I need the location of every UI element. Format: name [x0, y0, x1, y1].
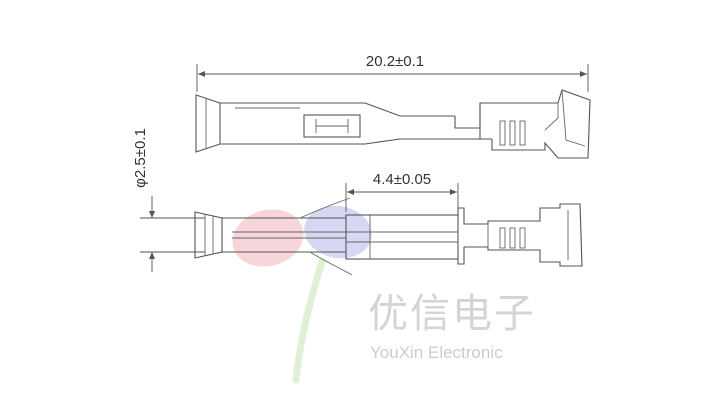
overall-length-dimension: 20.2±0.1 [196, 53, 589, 92]
watermark-logo-icon [232, 205, 372, 384]
diameter-dimension: φ2.5±0.1 [132, 128, 205, 272]
top-view [195, 89, 591, 159]
side-view [194, 197, 583, 276]
h-slot-icon [303, 114, 361, 138]
watermark-english-name: YouXin Electronic [370, 343, 503, 362]
overall-length-label: 20.2±0.1 [366, 53, 424, 70]
contact-length-dimension: 4.4±0.05 [345, 171, 459, 212]
contact-length-label: 4.4±0.05 [373, 171, 431, 188]
watermark-chinese-name: 优信电子 [368, 291, 536, 337]
diameter-label: φ2.5±0.1 [132, 128, 149, 188]
